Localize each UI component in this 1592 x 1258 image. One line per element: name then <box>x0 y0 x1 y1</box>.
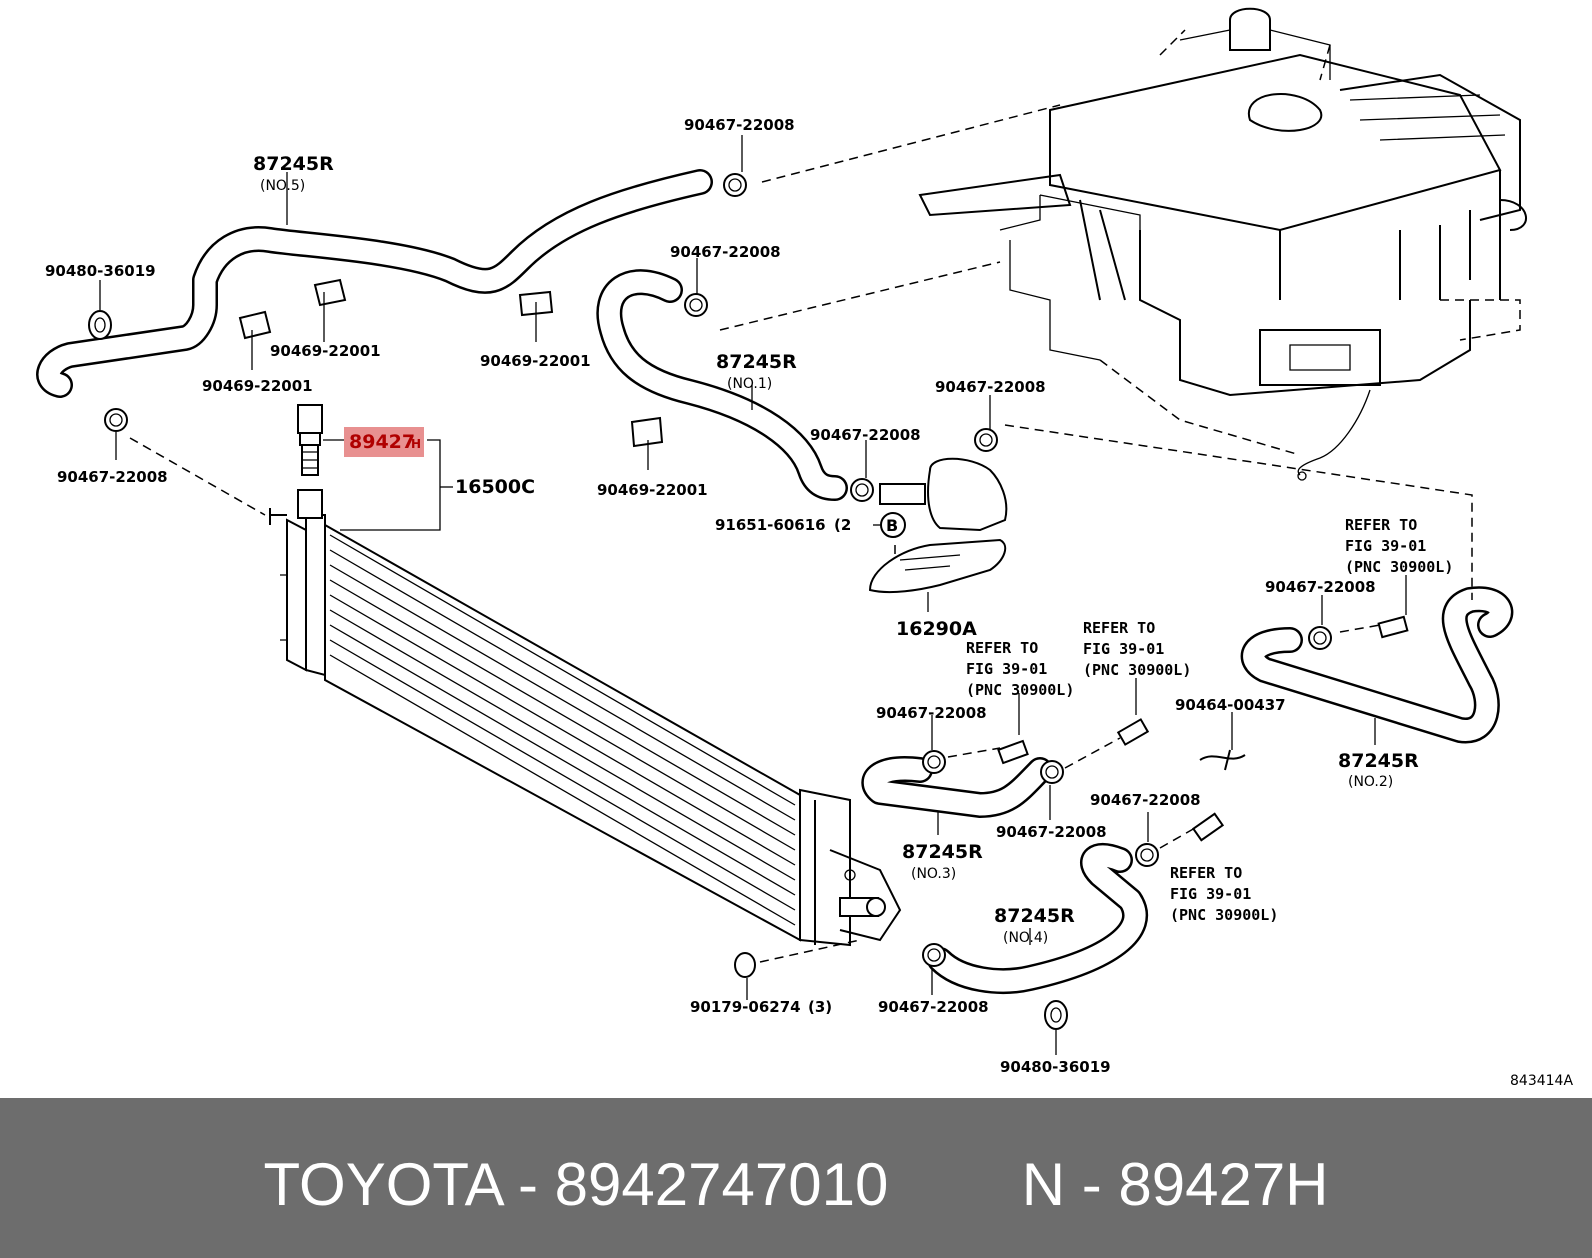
figure-code: 843414A <box>1510 1073 1573 1089</box>
label-pump-bolt: 91651-60616 <box>715 516 826 534</box>
highlighted-part-number[interactable]: 89427 <box>349 431 415 453</box>
refer-note-3-l3: (PNC 30900L) <box>966 681 1074 699</box>
hoses <box>36 169 1514 994</box>
refer-note-1-l3: (PNC 30900L) <box>1345 558 1453 576</box>
small-components <box>88 173 1409 1030</box>
label-clamp: 90467-22008 <box>996 823 1107 841</box>
label-hose-no5-sub: (NO.5) <box>260 178 305 194</box>
callout-b-icon <box>880 512 906 538</box>
highlighted-part-suffix: H <box>411 437 421 451</box>
label-nut: 90179-06274 <box>690 998 801 1016</box>
coolant-temp-sensor-icon <box>297 404 323 476</box>
highlight-box <box>344 427 424 457</box>
parts-diagram: 87245R (NO.5) 90467-22008 90480-36019 90… <box>36 7 1573 1089</box>
refer-note-3-l2: FIG 39-01 <box>966 660 1047 678</box>
label-nut-qty: (3) <box>808 998 832 1016</box>
label-clamp: 90467-22008 <box>810 426 921 444</box>
label-clip: 90469-22001 <box>202 377 313 395</box>
refer-note-1-l2: FIG 39-01 <box>1345 537 1426 555</box>
refer-note-2-l1: REFER TO <box>1083 619 1155 637</box>
label-hose-no1: 87245R <box>716 351 797 373</box>
refer-note-4-l3: (PNC 30900L) <box>1170 906 1278 924</box>
label-cushion: 90480-36019 <box>1000 1058 1111 1076</box>
label-hose-no3-sub: (NO.3) <box>911 866 956 882</box>
refer-note-2-l3: (PNC 30900L) <box>1083 661 1191 679</box>
label-radiator-assy: 16500C <box>455 476 535 498</box>
engine-illustration <box>918 7 1527 481</box>
leader-lines <box>99 104 1473 1055</box>
label-clamp: 90467-22008 <box>57 468 168 486</box>
label-hose-no1-sub: (NO.1) <box>727 376 772 392</box>
label-hose-no3: 87245R <box>902 841 983 863</box>
callout-b-label: B <box>886 516 898 535</box>
label-cushion: 90480-36019 <box>45 262 156 280</box>
label-clip-90464: 90464-00437 <box>1175 696 1286 714</box>
label-clamp: 90467-22008 <box>1090 791 1201 809</box>
label-hose-no4: 87245R <box>994 905 1075 927</box>
refer-note-4-l2: FIG 39-01 <box>1170 885 1251 903</box>
label-pump-assy: 16290A <box>896 618 977 640</box>
label-clamp: 90467-22008 <box>670 243 781 261</box>
label-clamp: 90467-22008 <box>876 704 987 722</box>
radiator-illustration <box>269 489 902 947</box>
label-hose-no4-sub: (NO.4) <box>1003 930 1048 946</box>
water-pump-icon <box>868 457 1008 594</box>
label-clamp: 90467-22008 <box>878 998 989 1016</box>
refer-note-4-l1: REFER TO <box>1170 864 1242 882</box>
refer-note-2-l2: FIG 39-01 <box>1083 640 1164 658</box>
label-clip: 90469-22001 <box>480 352 591 370</box>
label-clamp: 90467-22008 <box>1265 578 1376 596</box>
refer-note-3-l1: REFER TO <box>966 639 1038 657</box>
footer-part-info: TOYOTA - 8942747010 N - 89427H <box>263 1151 1329 1218</box>
label-clip: 90469-22001 <box>597 481 708 499</box>
label-clamp: 90467-22008 <box>935 378 1046 396</box>
label-pump-bolt-qty: (2 <box>834 516 851 534</box>
footer-bar: TOYOTA - 8942747010 N - 89427H <box>0 1098 1592 1258</box>
label-hose-no2: 87245R <box>1338 750 1419 772</box>
refer-note-1-l1: REFER TO <box>1345 516 1417 534</box>
label-clamp: 90467-22008 <box>684 116 795 134</box>
label-hose-no2-sub: (NO.2) <box>1348 774 1393 790</box>
label-hose-no5: 87245R <box>253 153 334 175</box>
label-clip: 90469-22001 <box>270 342 381 360</box>
